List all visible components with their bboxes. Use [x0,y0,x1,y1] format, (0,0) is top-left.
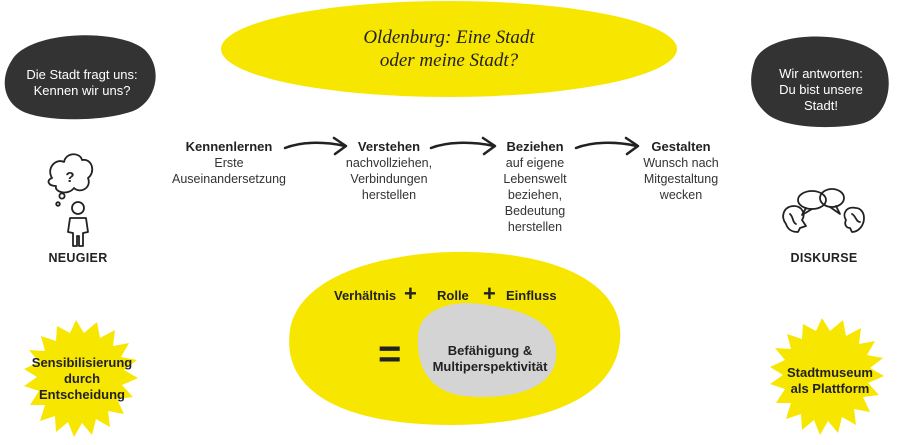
step-title: Kennenlernen [185,139,273,154]
formula-term-rolle: Rolle [437,288,469,303]
step-title: Gestalten [651,139,711,154]
equals-sign: = [378,332,402,376]
left-burst-text: Sensibilisierung durch Entscheidung [20,355,144,403]
formula-result: Befähigung & Multiperspektivität [420,343,560,375]
step-desc-line: Lebenswelt [503,172,567,186]
step-verstehen: Verstehen nachvollziehen, Verbindungen h… [334,139,444,203]
arrow-2 [429,136,497,156]
step-kennenlernen: Kennenlernen Erste Auseinandersetzung [160,139,298,187]
right-burst-line-2: als Plattform [790,381,870,396]
step-desc-line: Auseinandersetzung [172,172,286,186]
right-bubble-line-1: Wir antworten: [779,66,863,81]
title-line-1: Oldenburg: Eine Stadt [363,27,535,48]
page-title: Oldenburg: Eine Stadt oder meine Stadt? [300,26,598,72]
plus-sign: + [483,281,496,306]
discussion-bubbles-icon [782,188,865,233]
title-line-2: oder meine Stadt? [379,50,519,71]
left-bubble-text: Die Stadt fragt uns: Kennen wir uns? [12,67,152,99]
right-bubble-text: Wir antworten: Du bist unsere Stadt! [752,66,890,114]
step-desc-line: Verbindungen [350,172,428,186]
left-speech-bubble [4,35,156,120]
step-desc-line: nachvollziehen, [345,156,433,170]
left-bubble-line-2: Kennen wir uns? [33,83,131,98]
formula-term-verhaeltnis: Verhältnis [334,288,397,303]
right-bubble-line-2: Du bist unsere [779,82,863,97]
step-title: Beziehen [506,139,564,154]
step-desc-line: herstellen [507,220,563,234]
step-desc-line: Bedeutung [504,204,566,218]
left-bubble-line-1: Die Stadt fragt uns: [26,67,138,82]
left-burst-line-2: durch [63,371,101,386]
left-burst-line-1: Sensibilisierung [31,355,133,370]
step-desc-line: Erste [214,156,244,170]
title-ellipse [221,1,677,97]
left-burst-line-3: Entscheidung [39,387,125,402]
step-title: Verstehen [357,139,421,154]
arrow-1 [283,136,348,156]
right-starburst [770,318,884,435]
result-line-2: Multiperspektivität [432,359,548,374]
label-neugier: NEUGIER [48,251,108,265]
right-speech-bubble [751,36,889,128]
step-desc-line: auf eigene [505,156,565,170]
question-mark-icon: ? [65,169,74,186]
label-diskurse: DISKURSE [790,251,858,265]
right-burst-line-1: Stadtmuseum [787,365,873,380]
step-desc-line: herstellen [361,188,417,202]
formula-term-einfluss: Einfluss [506,288,557,303]
plus-sign: + [404,281,417,306]
result-line-1: Befähigung & [447,343,533,358]
step-desc-line: Wunsch nach [643,156,719,170]
thinking-person-icon [47,153,94,247]
arrow-3 [574,136,640,156]
result-blob [417,303,557,397]
right-bubble-line-3: Stadt! [804,98,838,113]
step-desc-line: wecken [659,188,703,202]
step-beziehen: Beziehen auf eigene Lebenswelt beziehen,… [490,139,580,235]
left-starburst [24,320,138,437]
step-gestalten: Gestalten Wunsch nach Mitgestaltung weck… [626,139,736,203]
step-desc-line: beziehen, [507,188,563,202]
right-burst-text: Stadtmuseum als Plattform [770,365,890,397]
step-desc-line: Mitgestaltung [643,172,719,186]
